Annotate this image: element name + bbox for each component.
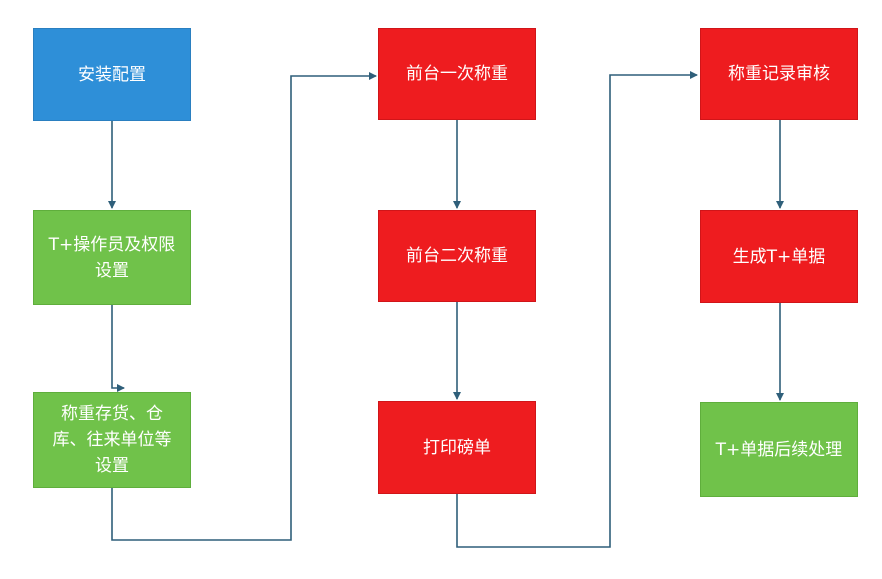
node-label: T+操作员及权限设置 bbox=[48, 234, 176, 281]
arrow-operator-to-settings bbox=[111, 305, 125, 392]
node-label: 打印磅单 bbox=[423, 437, 491, 458]
arrow-print-to-review bbox=[456, 71, 698, 548]
arrow-settings-to-first-weighing bbox=[111, 72, 377, 541]
node-label: 前台一次称重 bbox=[406, 64, 508, 84]
node-label: 称重存货、仓库、往来单位等设置 bbox=[52, 404, 172, 476]
node-install-config: 安装配置 bbox=[33, 28, 191, 121]
node-label: 称重记录审核 bbox=[728, 64, 830, 84]
node-label: 生成T+单据 bbox=[732, 246, 826, 267]
node-first-weighing: 前台一次称重 bbox=[378, 28, 536, 120]
node-label: T+单据后续处理 bbox=[715, 439, 843, 460]
node-weighing-settings: 称重存货、仓库、往来单位等设置 bbox=[33, 392, 191, 488]
node-print-weigh-slip: 打印磅单 bbox=[378, 401, 536, 494]
node-generate-document: 生成T+单据 bbox=[700, 210, 858, 303]
node-second-weighing: 前台二次称重 bbox=[378, 210, 536, 302]
node-followup-processing: T+单据后续处理 bbox=[700, 402, 858, 497]
node-record-review: 称重记录审核 bbox=[700, 28, 858, 120]
node-label: 安装配置 bbox=[78, 64, 146, 85]
node-label: 前台二次称重 bbox=[406, 246, 508, 266]
node-operator-permission: T+操作员及权限设置 bbox=[33, 210, 191, 305]
